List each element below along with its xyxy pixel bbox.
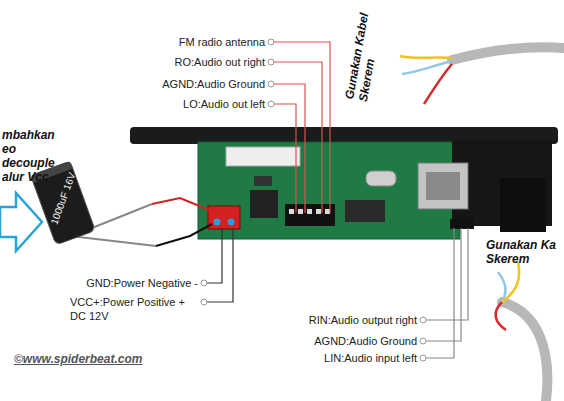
pin-label: RIN:Audio output right [240,313,417,327]
callout-dot [268,101,274,107]
callout-dot [420,338,426,344]
wire-black [156,224,212,246]
connector [226,147,300,166]
pin-label: AGND:Audio Ground [240,334,417,348]
cable-note: Gunakan Ka Skerem [486,238,563,266]
smd-part [254,176,272,186]
wire-red [152,198,214,212]
callout-dot [420,355,426,361]
pin-label: AGND:Audio Ground [120,77,265,91]
leader-line [426,228,468,320]
shielded-cable [452,47,564,60]
leader-line [274,62,322,213]
crystal [366,171,396,186]
usb-port [418,163,468,209]
wire-blue [498,272,505,302]
wire-yellow [400,56,452,58]
pointer-arrow [0,193,42,251]
usb-slot [426,172,460,200]
pin-header [450,219,474,229]
leader-line [426,228,454,358]
callout-dot [201,280,207,286]
watermark: ©www.spiderbeat.com [14,352,214,366]
wire-red [424,64,452,104]
leader-line [207,228,222,283]
pin-label: LIN:Audio input left [240,351,417,365]
leader-line [207,228,233,302]
wire-yellow [502,262,519,302]
terminal-block [208,206,240,229]
callout-dot [268,59,274,65]
pin [307,209,312,214]
leader-line [274,104,296,213]
capacitor-lead [70,236,156,246]
pin-label: LO:Audio out left [120,97,265,111]
leader-line [274,42,330,213]
capacitor-note: mbahkan eo decouple alur Vcc [2,128,70,184]
pin [316,209,321,214]
callout-dot [201,299,207,305]
wire-red [496,302,506,330]
terminal-screw [214,219,221,226]
panel-tab [500,178,546,232]
callout-dot [268,81,274,87]
ic-chip [250,190,278,218]
pin [325,209,330,214]
pin-header [285,204,335,226]
shielded-cable [502,302,547,401]
cable-note: Gunakan Kabel Skerem [342,7,386,102]
ic-chip [345,200,385,222]
pin-label: VCC+:Power Positive + DC 12V [70,295,194,323]
terminal-screw [228,219,235,226]
pin [289,209,294,214]
callout-dot [420,317,426,323]
pin-label: FM radio antenna [120,35,265,49]
leader-line [426,228,461,341]
pin-label: GND:Power Negative - [58,276,198,290]
pin [298,209,303,214]
pin-label: RO:Audio out right [120,55,265,69]
callout-dot [268,39,274,45]
leader-line [274,84,305,213]
